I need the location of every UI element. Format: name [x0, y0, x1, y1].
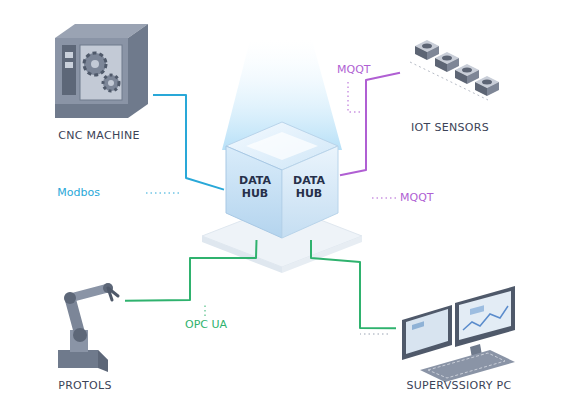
- protocol-label: MQQT: [335, 63, 373, 76]
- node-label: CNC MACHINE: [35, 129, 163, 142]
- node-label: PROTOLS: [35, 379, 135, 392]
- node-label: IOT SENSORS: [390, 121, 510, 134]
- protocol-label: Modbos: [55, 186, 102, 199]
- robot-arm-node: PROTOLS: [45, 278, 125, 392]
- connector: [311, 240, 396, 328]
- hub-base-side: [202, 236, 282, 273]
- hub-base-side: [282, 236, 362, 273]
- cnc-machine-node: CNC MACHINE: [45, 18, 153, 142]
- robot-arm-illustration: [58, 283, 118, 372]
- hub-face-text: DATA HUB: [233, 174, 277, 200]
- connector-line: [125, 240, 257, 301]
- data-hub-node: DATA HUB DATA HUB: [224, 120, 340, 240]
- connector: [153, 95, 224, 190]
- supervisory-pc-node: SUPERVSSIORY PC: [396, 282, 522, 392]
- connector: [340, 73, 400, 175]
- hub-face-text: DATA HUB: [287, 174, 331, 200]
- connector-line: [153, 95, 224, 190]
- connector-line: [340, 73, 400, 175]
- cnc-machine-illustration: [55, 24, 148, 118]
- leader-lines: [146, 82, 396, 334]
- node-label: SUPERVSSIORY PC: [386, 379, 532, 392]
- iot-sensors-node: IOT SENSORS: [400, 32, 500, 134]
- connector-line: [311, 240, 396, 328]
- hub-cube: [226, 122, 338, 238]
- protocol-label: MQQT: [398, 191, 436, 204]
- connector: [125, 240, 257, 301]
- protocol-label: OPC UA: [183, 318, 229, 331]
- iot-sensors-illustration: [410, 40, 499, 100]
- pc-illustration: [402, 286, 515, 382]
